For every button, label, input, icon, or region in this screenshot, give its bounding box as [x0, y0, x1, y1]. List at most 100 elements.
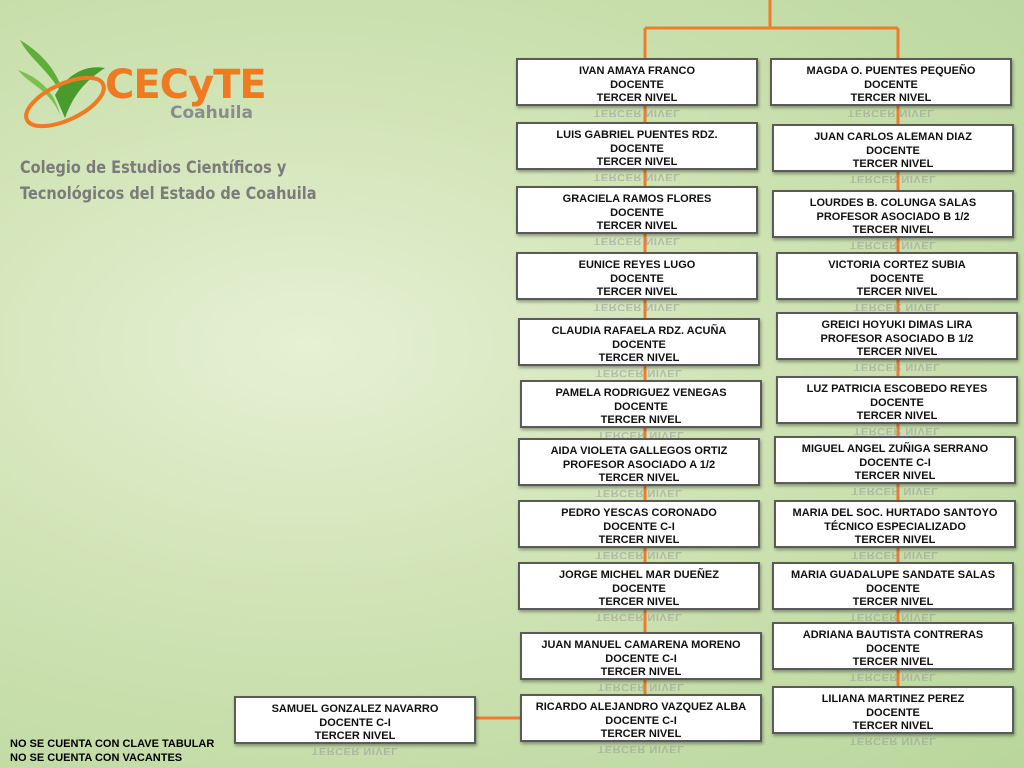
node-reflection: TERCER NIVEL: [851, 487, 939, 495]
node-reflection: TERCER NIVEL: [597, 683, 685, 691]
leaf-swoosh-icon: [18, 40, 106, 129]
node-level: TERCER NIVEL: [850, 92, 932, 104]
node-role: DOCENTE: [866, 642, 920, 655]
node-role: DOCENTE: [870, 272, 924, 285]
node-role: DOCENTE: [870, 396, 924, 409]
node-reflection: TERCER NIVEL: [597, 745, 685, 753]
node-role: DOCENTE: [610, 272, 664, 285]
node-role: DOCENTE: [610, 206, 664, 219]
cecyte-logo: CECyTE Coahuila Colegio de Estudios Cien…: [10, 30, 317, 220]
node-name: LILIANA MARTINEZ PEREZ: [821, 693, 965, 705]
node-role: DOCENTE: [866, 144, 920, 157]
node-name: CLAUDIA RAFAELA RDZ. ACUÑA: [551, 325, 727, 337]
brand-state: Coahuila: [170, 103, 253, 123]
institution-name-line1: Colegio de Estudios Científicos y: [20, 158, 287, 177]
node-role: DOCENTE: [610, 142, 664, 155]
node-name: MARIA GUADALUPE SANDATE SALAS: [790, 569, 996, 581]
node-name: MIGUEL ANGEL ZUÑIGA SERRANO: [801, 443, 989, 455]
node-level: TERCER NIVEL: [596, 286, 678, 298]
node-reflection: TERCER NIVEL: [595, 613, 683, 621]
node-level: TERCER NIVEL: [314, 730, 396, 742]
node-role: DOCENTE C-I: [319, 716, 391, 729]
node-level: TERCER NIVEL: [852, 158, 934, 170]
node-level: TERCER NIVEL: [596, 220, 678, 232]
brand-wordmark: CECyTE: [105, 62, 267, 108]
node-name: GREICI HOYUKI DIMAS LIRA: [821, 319, 973, 331]
node-role: DOCENTE: [864, 78, 918, 91]
node-level: TERCER NIVEL: [856, 286, 938, 298]
node-reflection: TERCER NIVEL: [593, 237, 681, 245]
node-reflection: TERCER NIVEL: [311, 747, 399, 755]
node-role: DOCENTE C-I: [603, 520, 675, 533]
node-role: DOCENTE: [614, 400, 668, 413]
node-reflection: TERCER NIVEL: [849, 737, 937, 745]
footnote-no-tabular-key: NO SE CUENTA CON CLAVE TABULAR: [10, 738, 215, 750]
node-name: PAMELA RODRIGUEZ VENEGAS: [555, 387, 727, 399]
node-level: TERCER NIVEL: [852, 596, 934, 608]
node-level: TERCER NIVEL: [854, 470, 936, 482]
node-level: TERCER NIVEL: [600, 728, 682, 740]
node-reflection: TERCER NIVEL: [849, 175, 937, 183]
node-name: EUNICE REYES LUGO: [578, 259, 696, 271]
node-name: VICTORIA CORTEZ SUBIA: [828, 259, 966, 271]
node-reflection: TERCER NIVEL: [851, 551, 939, 559]
node-reflection: TERCER NIVEL: [595, 489, 683, 497]
node-level: TERCER NIVEL: [852, 656, 934, 668]
node-reflection: TERCER NIVEL: [593, 303, 681, 311]
node-level: TERCER NIVEL: [852, 224, 934, 236]
node-level: TERCER NIVEL: [854, 534, 936, 546]
footnote-no-vacancies: NO SE CUENTA CON VACANTES: [10, 752, 183, 764]
node-name: IVAN AMAYA FRANCO: [578, 65, 696, 77]
node-role: DOCENTE: [866, 706, 920, 719]
node-name: MARIA DEL SOC. HURTADO SANTOYO: [792, 507, 998, 519]
node-name: LUIS GABRIEL PUENTES RDZ.: [556, 129, 718, 141]
node-reflection: TERCER NIVEL: [595, 551, 683, 559]
node-reflection: TERCER NIVEL: [593, 173, 681, 181]
node-reflection: TERCER NIVEL: [849, 673, 937, 681]
node-name: ADRIANA BAUTISTA CONTRERAS: [802, 629, 984, 641]
node-level: TERCER NIVEL: [856, 410, 938, 422]
node-level: TERCER NIVEL: [856, 346, 938, 358]
node-name: RICARDO ALEJANDRO VAZQUEZ ALBA: [535, 701, 747, 713]
node-role: DOCENTE: [612, 582, 666, 595]
node-name: PEDRO YESCAS CORONADO: [561, 507, 717, 519]
node-role: TÉCNICO ESPECIALIZADO: [824, 520, 966, 533]
node-reflection: TERCER NIVEL: [853, 303, 941, 311]
node-name: JUAN MANUEL CAMARENA MORENO: [541, 639, 741, 651]
node-level: TERCER NIVEL: [596, 92, 678, 104]
node-level: TERCER NIVEL: [598, 352, 680, 364]
node-reflection: TERCER NIVEL: [849, 241, 937, 249]
node-level: TERCER NIVEL: [598, 472, 680, 484]
node-role: PROFESOR ASOCIADO B 1/2: [820, 332, 974, 345]
institution-name-line2: Tecnológicos del Estado de Coahuila: [20, 184, 317, 203]
node-reflection: TERCER NIVEL: [595, 369, 683, 377]
node-level: TERCER NIVEL: [852, 720, 934, 732]
node-level: TERCER NIVEL: [598, 534, 680, 546]
node-name: SAMUEL GONZALEZ NAVARRO: [271, 703, 439, 715]
node-name: JUAN CARLOS ALEMAN DIAZ: [814, 131, 972, 143]
node-level: TERCER NIVEL: [598, 596, 680, 608]
node-role: DOCENTE: [866, 582, 920, 595]
node-level: TERCER NIVEL: [600, 666, 682, 678]
node-role: PROFESOR ASOCIADO A 1/2: [562, 458, 716, 471]
node-role: PROFESOR ASOCIADO B 1/2: [816, 210, 970, 223]
node-name: MAGDA O. PUENTES PEQUEÑO: [806, 65, 976, 77]
